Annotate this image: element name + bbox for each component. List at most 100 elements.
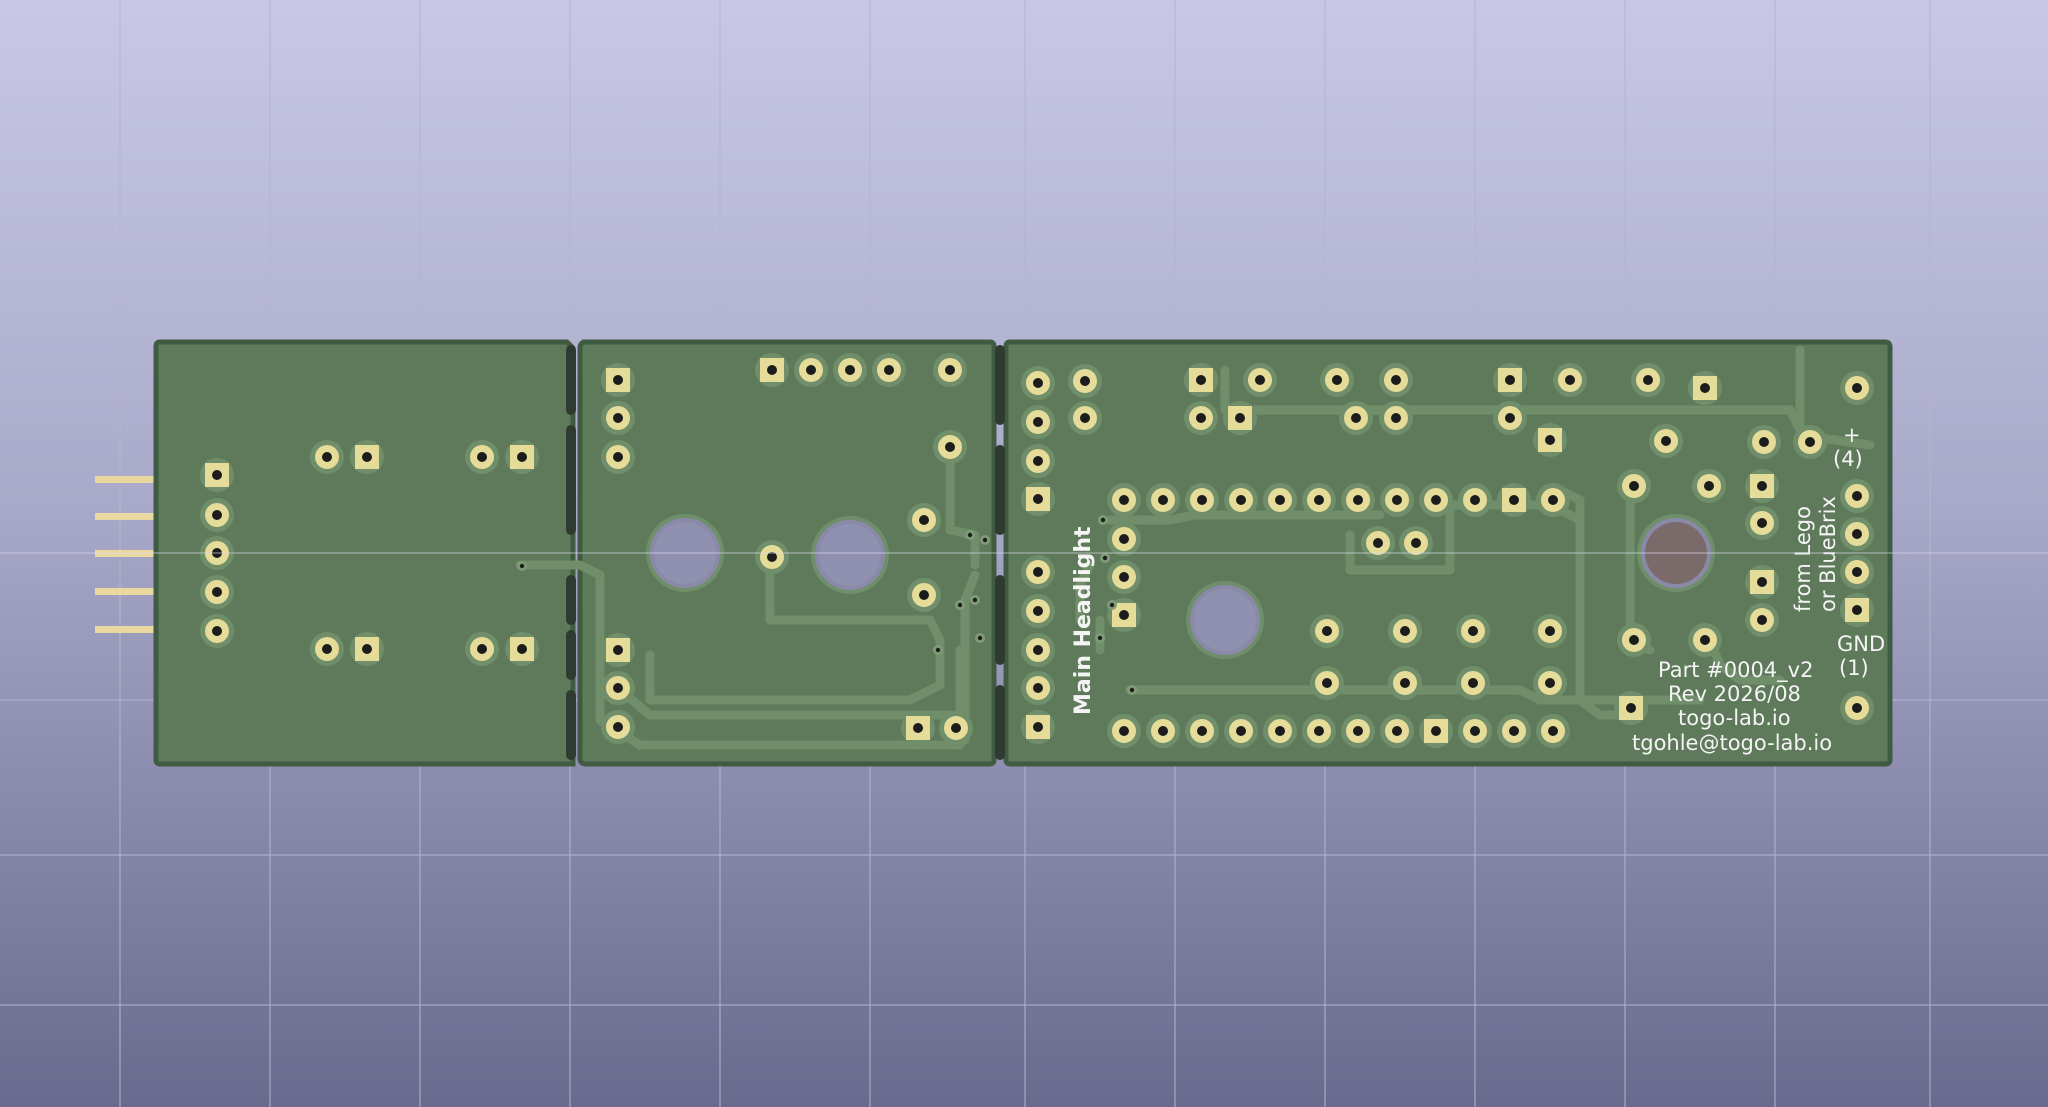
round-pad[interactable]	[1456, 666, 1490, 700]
round-pad[interactable]	[1649, 424, 1683, 458]
square-pad[interactable]	[755, 353, 789, 387]
round-pad[interactable]	[1456, 614, 1490, 648]
round-pad[interactable]	[933, 353, 967, 387]
round-pad[interactable]	[601, 401, 635, 435]
round-pad[interactable]	[1224, 714, 1258, 748]
round-pad[interactable]	[933, 430, 967, 464]
square-pad[interactable]	[1745, 565, 1779, 599]
round-pad[interactable]	[1184, 401, 1218, 435]
round-pad[interactable]	[465, 632, 499, 666]
round-pad[interactable]	[1302, 714, 1336, 748]
round-pad[interactable]	[200, 575, 234, 609]
round-pad[interactable]	[1380, 714, 1414, 748]
round-pad[interactable]	[1840, 555, 1874, 589]
round-pad[interactable]	[1617, 469, 1651, 503]
round-pad[interactable]	[1840, 371, 1874, 405]
square-pad[interactable]	[1745, 469, 1779, 503]
round-pad[interactable]	[1458, 714, 1492, 748]
square-pad[interactable]	[1021, 482, 1055, 516]
round-pad[interactable]	[1310, 666, 1344, 700]
square-pad[interactable]	[1533, 423, 1567, 457]
round-pad[interactable]	[907, 503, 941, 537]
square-pad[interactable]	[1419, 714, 1453, 748]
round-pad[interactable]	[1688, 623, 1722, 657]
round-pad[interactable]	[1533, 614, 1567, 648]
round-pad[interactable]	[1068, 364, 1102, 398]
round-pad[interactable]	[1341, 483, 1375, 517]
square-pad[interactable]	[1223, 401, 1257, 435]
square-pad[interactable]	[1840, 593, 1874, 627]
round-pad[interactable]	[1379, 401, 1413, 435]
round-pad[interactable]	[1107, 560, 1141, 594]
round-pad[interactable]	[1536, 483, 1570, 517]
round-pad[interactable]	[1399, 526, 1433, 560]
round-pad[interactable]	[1146, 714, 1180, 748]
square-pad[interactable]	[350, 440, 384, 474]
square-pad[interactable]	[350, 632, 384, 666]
square-pad[interactable]	[1184, 363, 1218, 397]
round-pad[interactable]	[907, 578, 941, 612]
round-pad[interactable]	[1379, 363, 1413, 397]
round-pad[interactable]	[1146, 483, 1180, 517]
round-pad[interactable]	[465, 440, 499, 474]
round-pad[interactable]	[872, 353, 906, 387]
round-pad[interactable]	[200, 498, 234, 532]
round-pad[interactable]	[1745, 603, 1779, 637]
round-pad[interactable]	[1107, 522, 1141, 556]
square-pad[interactable]	[901, 711, 935, 745]
round-pad[interactable]	[601, 710, 635, 744]
round-pad[interactable]	[1493, 401, 1527, 435]
round-pad[interactable]	[1617, 623, 1651, 657]
square-pad[interactable]	[200, 458, 234, 492]
round-pad[interactable]	[1021, 444, 1055, 478]
round-pad[interactable]	[1840, 691, 1874, 725]
round-pad[interactable]	[1840, 517, 1874, 551]
round-pad[interactable]	[1536, 714, 1570, 748]
round-pad[interactable]	[833, 353, 867, 387]
round-pad[interactable]	[601, 440, 635, 474]
round-pad[interactable]	[939, 711, 973, 745]
round-pad[interactable]	[601, 671, 635, 705]
pads[interactable]	[200, 353, 1874, 748]
round-pad[interactable]	[1224, 483, 1258, 517]
round-pad[interactable]	[1497, 714, 1531, 748]
round-pad[interactable]	[1302, 483, 1336, 517]
round-pad[interactable]	[1021, 671, 1055, 705]
round-pad[interactable]	[1458, 483, 1492, 517]
round-pad[interactable]	[1388, 666, 1422, 700]
square-pad[interactable]	[1497, 483, 1531, 517]
round-pad[interactable]	[1243, 363, 1277, 397]
square-pad[interactable]	[1688, 371, 1722, 405]
round-pad[interactable]	[1339, 401, 1373, 435]
round-pad[interactable]	[1107, 714, 1141, 748]
round-pad[interactable]	[1341, 714, 1375, 748]
square-pad[interactable]	[505, 440, 539, 474]
round-pad[interactable]	[1021, 633, 1055, 667]
round-pad[interactable]	[1021, 594, 1055, 628]
square-pad[interactable]	[1493, 363, 1527, 397]
round-pad[interactable]	[1361, 526, 1395, 560]
round-pad[interactable]	[1631, 363, 1665, 397]
round-pad[interactable]	[1533, 666, 1567, 700]
round-pad[interactable]	[1553, 363, 1587, 397]
round-pad[interactable]	[1185, 483, 1219, 517]
round-pad[interactable]	[1388, 614, 1422, 648]
square-pad[interactable]	[1021, 710, 1055, 744]
round-pad[interactable]	[200, 614, 234, 648]
square-pad[interactable]	[505, 632, 539, 666]
round-pad[interactable]	[1021, 555, 1055, 589]
round-pad[interactable]	[1107, 483, 1141, 517]
round-pad[interactable]	[310, 632, 344, 666]
round-pad[interactable]	[1263, 714, 1297, 748]
round-pad[interactable]	[1692, 469, 1726, 503]
round-pad[interactable]	[310, 440, 344, 474]
round-pad[interactable]	[1310, 614, 1344, 648]
round-pad[interactable]	[1263, 483, 1297, 517]
round-pad[interactable]	[1793, 425, 1827, 459]
round-pad[interactable]	[1380, 483, 1414, 517]
square-pad[interactable]	[601, 633, 635, 667]
square-pad[interactable]	[601, 363, 635, 397]
round-pad[interactable]	[794, 353, 828, 387]
